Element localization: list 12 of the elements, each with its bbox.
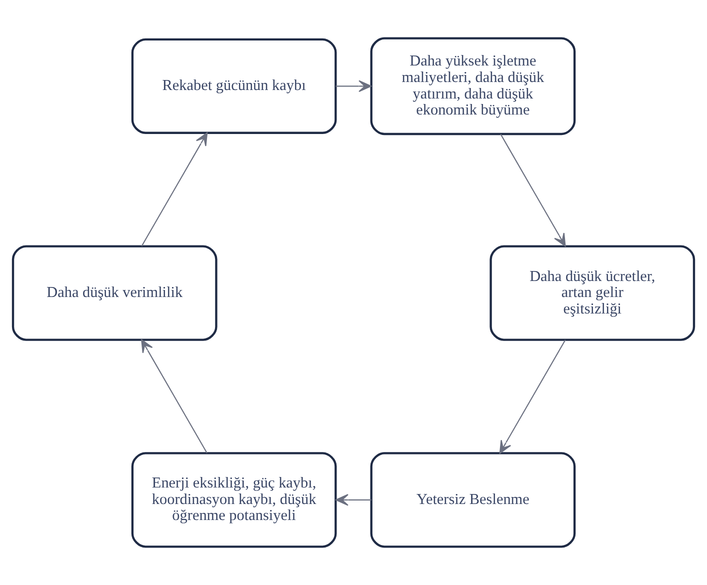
node-box: Yetersiz Beslenme [370, 452, 576, 548]
arrow [141, 132, 208, 246]
node-box: Daha yüksek işletme maliyetleri, daha düşük yatırım, daha düşük ekonomik büyüme [370, 37, 576, 136]
arrow [500, 134, 566, 247]
node-box: Enerji eksikliği, güç kaybı, koordinasyon kaybı, düşük öğrenme potansiyeli [131, 452, 337, 548]
arrow [335, 494, 372, 506]
node-box: Daha düşük verimlilik [12, 245, 218, 341]
node-box: Daha düşük ücretler, artan gelir eşitsizliği [490, 245, 696, 341]
arrow [336, 80, 372, 92]
arrow [141, 339, 208, 454]
arrow [499, 340, 566, 454]
node-box: Rekabet gücünün kaybı [131, 38, 337, 134]
